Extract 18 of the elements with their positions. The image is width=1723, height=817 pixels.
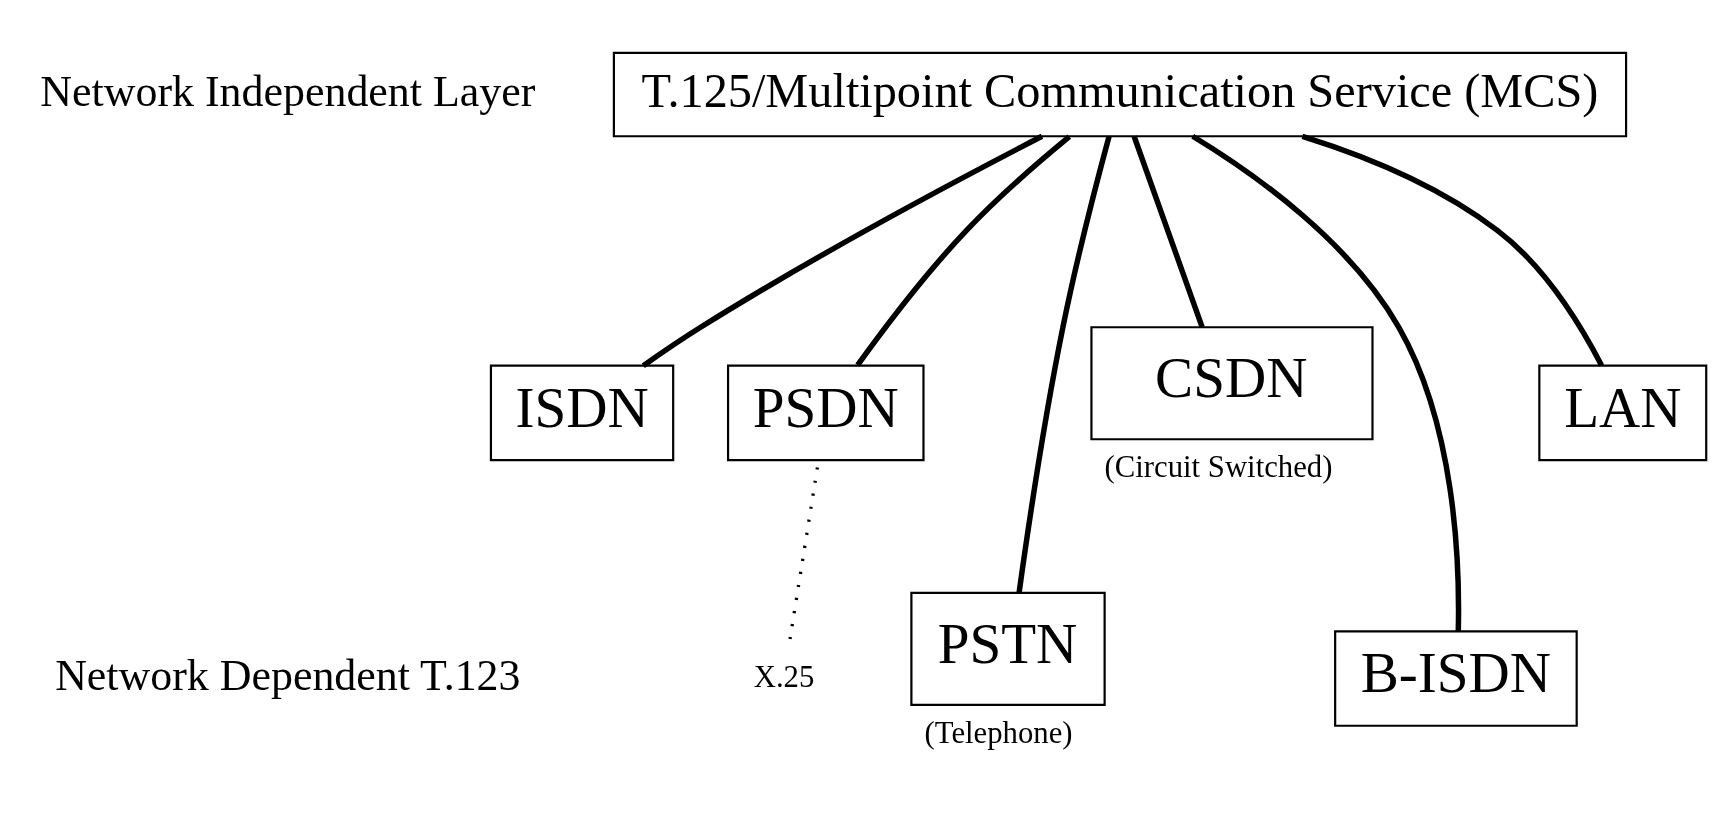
connector <box>1301 133 1604 367</box>
node-label: (Circuit Switched) <box>1104 450 1332 484</box>
node-box: ISDN <box>489 364 674 462</box>
node-box: CSDN <box>1089 326 1374 441</box>
label: Network Dependent T.123 <box>54 650 521 699</box>
node-box: PSDN <box>726 364 925 462</box>
connector <box>854 134 1071 367</box>
node-label: (Telephone) <box>924 715 1073 750</box>
connector <box>1190 133 1461 632</box>
node-box: B-ISDN <box>1333 630 1578 727</box>
node-text: X.25 <box>753 659 814 694</box>
node-box: LAN <box>1537 364 1707 462</box>
label: Network Independent Layer <box>39 66 535 115</box>
connector <box>641 133 1043 368</box>
connector <box>1015 135 1112 594</box>
connector <box>1131 135 1205 328</box>
node-box: T.125/Multipoint Communication Service (MCS) <box>612 51 1627 138</box>
node-box: PSTN <box>909 591 1106 706</box>
